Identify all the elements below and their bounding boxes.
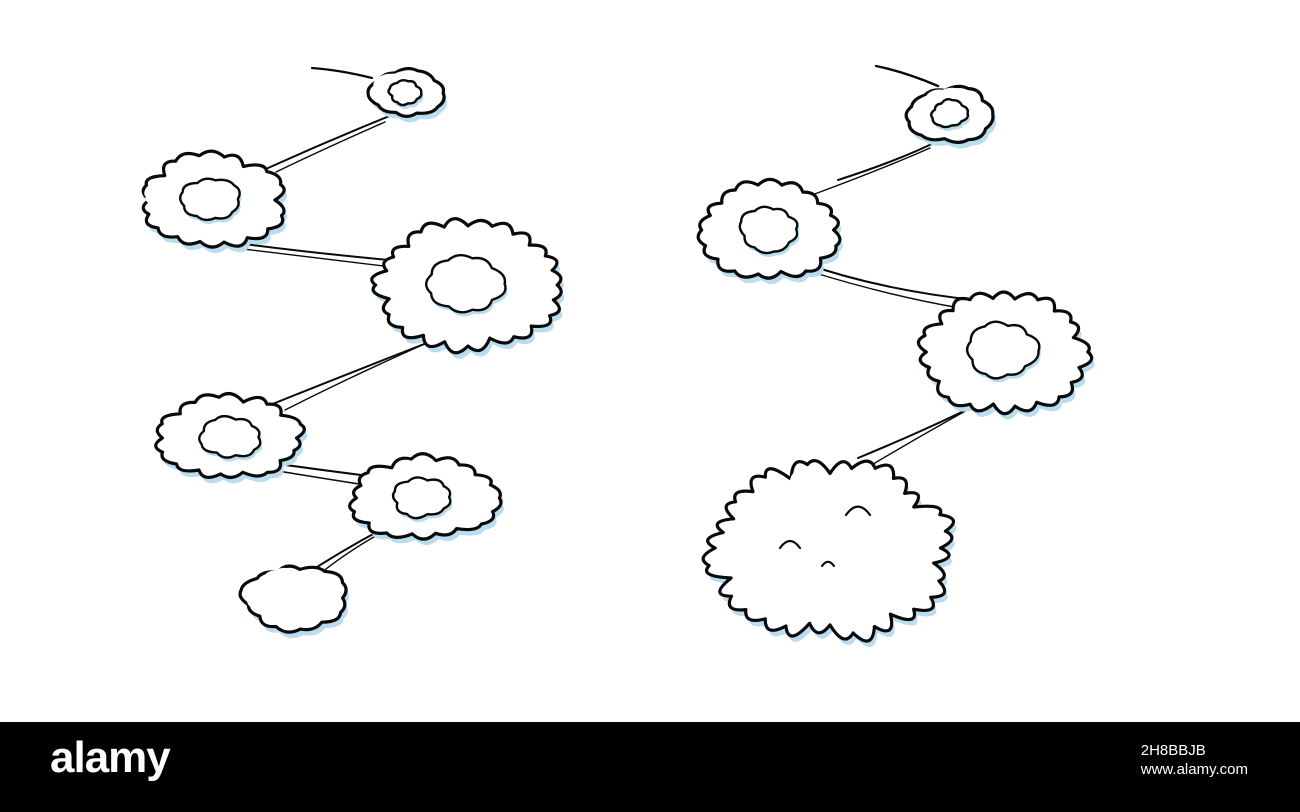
cloud-highlight <box>722 470 933 622</box>
smoke-puff <box>916 290 1095 420</box>
inner-puff <box>387 79 423 107</box>
smoke-puff <box>696 177 843 285</box>
right-smoke-trail <box>696 64 1095 648</box>
smoke-puff <box>141 149 288 254</box>
inner-puff <box>198 414 262 459</box>
alamy-logo: alamy <box>50 733 171 782</box>
stock-image-info: 2H8BBJB www.alamy.com <box>1141 742 1248 780</box>
site-url-text: www.alamy.com <box>1140 760 1248 778</box>
puff-curl-line <box>820 560 836 568</box>
smoke-puff <box>154 392 308 484</box>
inner-puff <box>965 320 1041 380</box>
cloud-highlight <box>243 567 338 621</box>
smoke-puff <box>238 564 350 639</box>
speed-line <box>275 121 386 173</box>
smoke-puff <box>701 459 957 648</box>
cartoon-smoke-trails <box>141 64 1095 648</box>
image-id-text: 2H8BBJB <box>1140 742 1206 759</box>
smoke-puff <box>904 84 997 149</box>
speed-line <box>837 139 941 181</box>
speed-line <box>267 114 393 169</box>
puff-curl-line <box>778 539 802 550</box>
inner-puff <box>391 476 452 520</box>
smoke-puff <box>370 217 565 359</box>
speed-line <box>874 64 940 88</box>
smoke-puff <box>366 66 448 123</box>
speed-line <box>799 261 976 301</box>
left-smoke-trail <box>141 66 565 639</box>
speed-line <box>234 247 401 269</box>
inner-puff <box>179 177 241 222</box>
speed-line <box>811 147 931 196</box>
smoke-puff <box>348 452 504 546</box>
speed-line <box>310 66 374 80</box>
inner-puff <box>738 205 799 255</box>
inner-puff <box>424 254 507 314</box>
inner-puff <box>930 98 970 129</box>
puff-curl-line <box>844 505 872 517</box>
speed-line <box>811 271 961 309</box>
artwork-canvas <box>141 64 1095 648</box>
big-puff-details <box>778 505 872 568</box>
speed-line <box>284 334 446 411</box>
watermark-footer-bar: alamy 2H8BBJB www.alamy.com <box>0 722 1300 812</box>
